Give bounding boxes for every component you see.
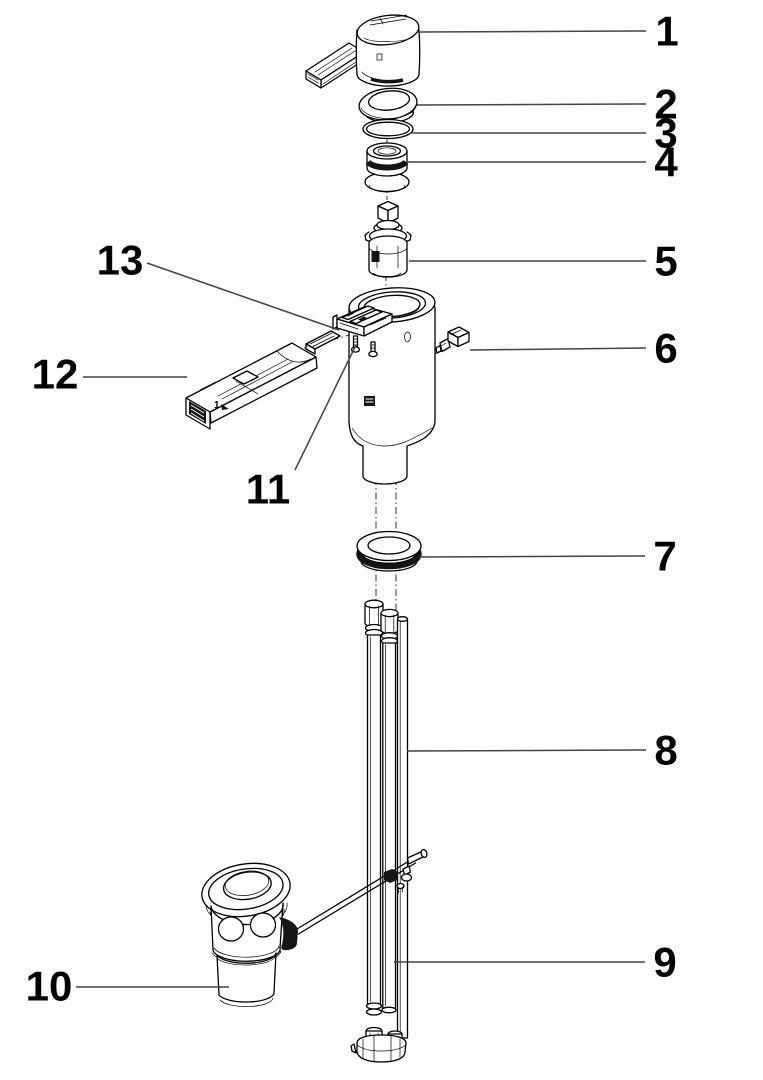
tube-right — [396, 619, 409, 1039]
drain-gasket — [279, 917, 298, 951]
leader-line-8 — [406, 749, 647, 752]
supply-mounting-nut — [350, 1026, 407, 1063]
bonnet-nut — [364, 142, 410, 193]
supply-tube-left — [364, 599, 384, 1016]
part-number-2: 2 — [654, 81, 677, 128]
part-number-11: 11 — [246, 466, 290, 513]
o-ring-outer — [362, 118, 414, 140]
part-number-5: 5 — [654, 238, 677, 285]
part-number-12: 12 — [32, 351, 79, 398]
valve-cartridge — [364, 200, 412, 278]
drain-body-hole-left — [217, 916, 245, 942]
cartridge-label — [371, 251, 380, 262]
handle-cap-top — [356, 14, 420, 46]
popup-cap — [222, 871, 272, 901]
leader-line-1 — [416, 30, 647, 33]
drain-body-hole-right — [249, 912, 277, 938]
spout-tab — [232, 370, 259, 385]
faucet-body — [348, 287, 436, 485]
leader-line-13 — [146, 262, 340, 331]
part-number-13: 13 — [97, 237, 144, 284]
spout-direction-mark: 1 — [214, 400, 229, 411]
part-number-8: 8 — [654, 727, 677, 774]
hex-nut — [356, 1034, 407, 1063]
spout-clip — [332, 305, 393, 337]
set-screw-shaft — [439, 337, 451, 353]
set-screw — [435, 326, 470, 354]
part-number-3: 3 — [654, 110, 677, 157]
outlet-tube — [396, 616, 409, 1039]
spout-mark-text: 1 — [214, 400, 220, 411]
drain-tailpiece — [216, 952, 277, 1003]
part-number-4: 4 — [654, 139, 678, 186]
rod-clamp — [402, 865, 412, 876]
o-ring — [362, 118, 414, 140]
hose-left — [366, 634, 382, 1005]
trim-ring — [358, 87, 418, 124]
cartridge-body — [368, 235, 408, 278]
leader-line-7 — [418, 555, 646, 558]
body-pin-hole — [404, 331, 411, 343]
part-number-9: 9 — [653, 939, 676, 986]
mounting-ring — [356, 530, 422, 572]
drain-assembly — [201, 862, 298, 1007]
mounting-screws — [350, 335, 378, 358]
part-number-6: 6 — [654, 325, 677, 372]
handle-assembly — [305, 14, 421, 89]
leader-line-11 — [294, 344, 357, 471]
part-number-10: 10 — [26, 963, 73, 1010]
part-number-7: 7 — [653, 533, 676, 580]
leader-line-2 — [416, 103, 647, 106]
body-label — [364, 396, 375, 406]
popup-lift-rod — [296, 848, 428, 935]
rod-strap — [384, 869, 398, 883]
leader-line-6 — [469, 347, 647, 351]
hose-middle — [382, 642, 397, 1009]
part-number-1: 1 — [655, 8, 678, 55]
spout — [185, 342, 318, 430]
supply-tube-middle — [380, 608, 399, 1014]
spout-insert — [305, 330, 341, 355]
